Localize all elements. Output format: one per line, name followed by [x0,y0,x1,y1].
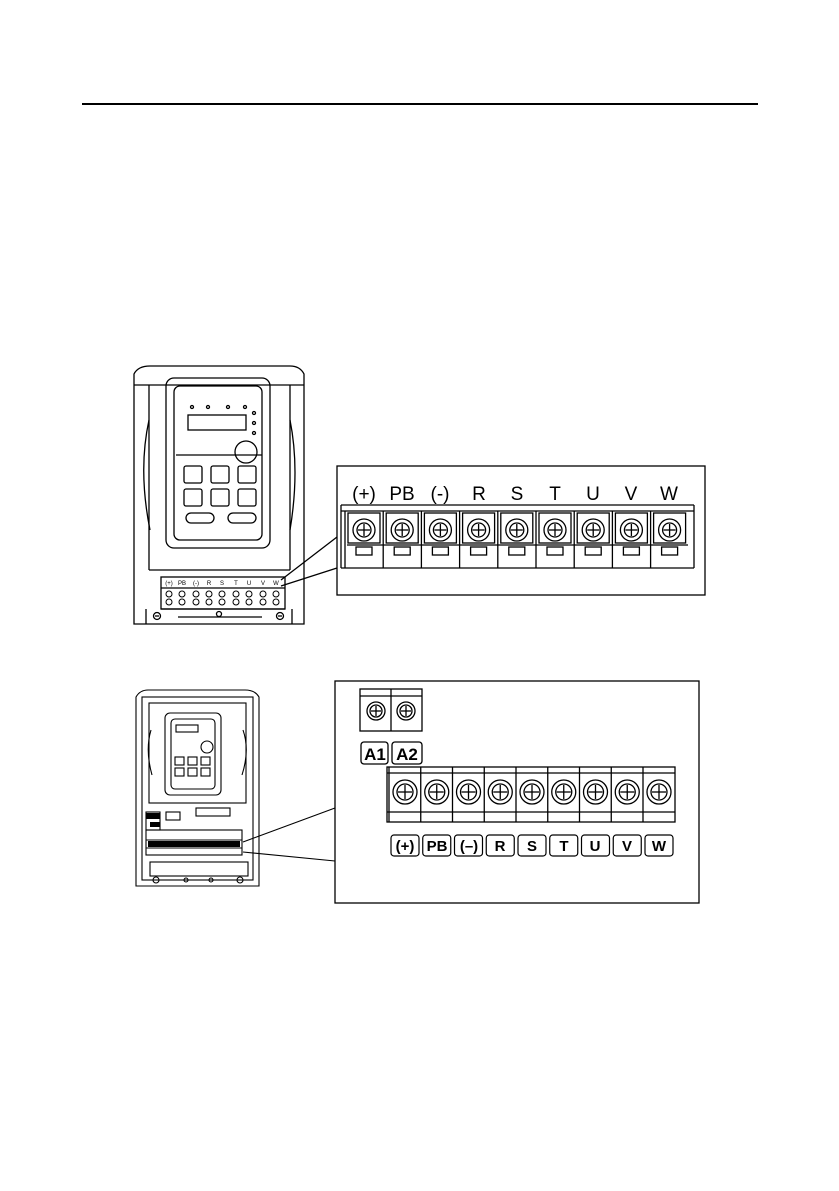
terminal2-screw-7 [580,767,608,822]
housing-label-v: V [261,581,265,587]
terminal2-screw-8 [611,767,639,822]
terminal-label-u: U [586,484,600,505]
terminal2-screw-3 [453,767,481,822]
housing-terminal-strip-1 [166,591,279,605]
terminal2-screw-6 [548,767,576,822]
terminal2-label-pb: PB [427,838,448,855]
terminal2-screw-9 [643,767,671,822]
terminal-screw-1 [345,511,380,568]
terminal2-label-plus: (+) [396,838,415,855]
terminal-label-plus: (+) [352,484,376,505]
terminal-screw-7 [574,511,609,568]
housing-label-s: S [220,581,224,587]
housing-label-u: U [247,581,251,587]
terminal-label-w: W [660,484,678,505]
terminal-screw-3 [421,511,456,568]
terminal2-label-u: U [590,838,601,855]
terminal2-screw-5 [516,767,544,822]
housing-label-t: T [234,581,238,587]
terminal2-label-t: T [559,838,568,855]
terminal2-label-w: W [652,838,667,855]
terminal2-screw-1 [389,767,417,822]
terminal2-screw-4 [484,767,512,822]
terminal2-label-minus: (–) [460,838,478,855]
housing-label-w: W [273,581,279,587]
terminal-screw-9 [651,511,686,568]
terminal2-label-v: V [622,838,632,855]
aux-label-a1: A1 [364,745,386,764]
terminal-label-t: T [549,484,561,505]
terminal-block-2 [387,767,675,822]
housing-label-plus: (+) [165,581,173,587]
housing-label-minus: (-) [193,581,199,587]
terminal-screw-2 [383,511,418,568]
drive-front-view-2 [136,690,335,886]
terminal-screw-8 [612,511,647,568]
terminal-label-v: V [625,484,638,505]
housing-label-pb: PB [178,581,186,587]
terminal-screw-5 [498,511,533,568]
terminal2-label-r: R [495,838,506,855]
aux-label-a2: A2 [396,745,418,764]
terminal-label-minus: (-) [431,484,450,505]
terminal-screw-4 [460,511,495,568]
terminal-screw-6 [536,511,571,568]
terminal2-screw-2 [421,767,449,822]
terminal-label-r: R [472,484,486,505]
housing-label-r: R [207,581,212,587]
terminal-label-pb: PB [389,484,414,505]
terminal-label-s: S [511,484,524,505]
terminal2-label-s: S [527,838,537,855]
